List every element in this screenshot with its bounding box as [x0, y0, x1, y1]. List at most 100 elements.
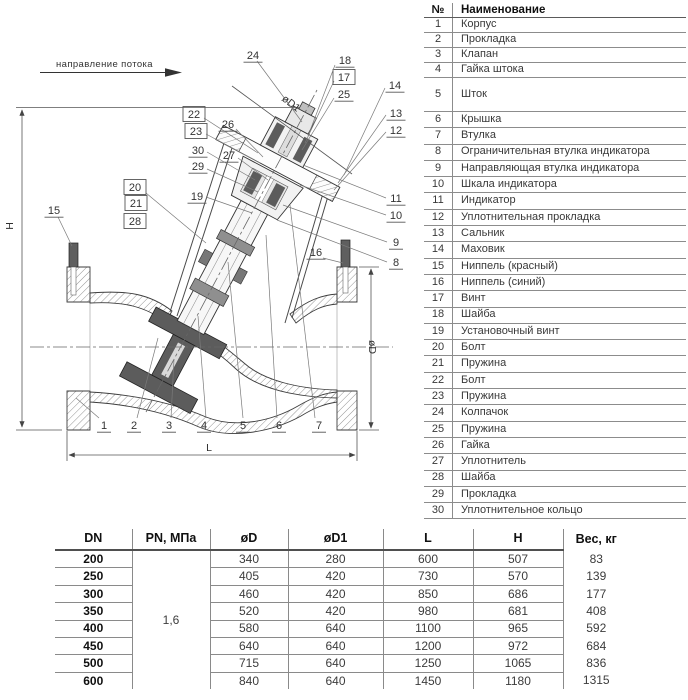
callout-13: 13	[337, 108, 406, 184]
callout-30: 30	[188, 145, 256, 181]
dn-value: 450	[55, 637, 133, 656]
part-number: 9	[424, 160, 453, 178]
callout-4: 4	[197, 315, 211, 433]
callout-12: 12	[333, 125, 406, 191]
od-value: 405	[210, 567, 289, 586]
part-number: 12	[424, 209, 453, 227]
part-number: 6	[424, 111, 453, 129]
callout-27: 27	[219, 150, 269, 181]
l-value: 1450	[383, 672, 474, 690]
callout-3: 3	[162, 358, 176, 433]
callout-10: 10	[299, 184, 406, 223]
weight-value: 684	[586, 638, 607, 653]
h-value: 681	[473, 602, 564, 621]
callout-number: 15	[48, 205, 60, 217]
callout-number: 27	[223, 150, 235, 162]
part-name: Пружина	[452, 355, 686, 373]
h-value: 965	[473, 620, 564, 638]
h-value: 507	[473, 550, 564, 569]
blue-nipple	[340, 239, 351, 294]
part-number: 24	[424, 404, 453, 422]
yoke-arms	[169, 139, 332, 324]
flow-direction-arrow: направление потока	[40, 59, 182, 77]
valve-drawing: направление потока	[4, 50, 406, 461]
flow-arrowhead-icon	[165, 68, 182, 77]
part-number: 28	[424, 470, 453, 487]
callout-number: 13	[390, 108, 402, 120]
pn-value: 1,6	[132, 550, 211, 690]
callout-8: 8	[276, 219, 403, 270]
part-name: Шайба	[452, 470, 686, 487]
part-name: Колпачок	[452, 404, 686, 422]
h-value: 1065	[473, 654, 564, 673]
l-value: 1250	[383, 654, 474, 673]
callout-18: 18	[307, 55, 355, 137]
callout-2: 2	[127, 337, 159, 433]
callout-19: 19	[187, 191, 253, 214]
dims-header-dn: DN	[55, 529, 133, 551]
callout-number: 20	[129, 182, 141, 194]
part-number: 5	[424, 77, 453, 112]
part-number: 10	[424, 176, 453, 194]
part-number: 30	[424, 502, 453, 520]
weight-value: 592	[586, 621, 607, 636]
part-name: Маховик	[452, 241, 686, 259]
callout-number: 26	[222, 119, 234, 131]
part-name: Уплотнительное кольцо	[452, 502, 686, 520]
dims-header-od: øD	[210, 529, 289, 551]
part-name: Гайка штока	[452, 62, 686, 78]
part-name: Втулка	[452, 127, 686, 145]
callout-number: 21	[130, 198, 142, 210]
part-name: Шток	[452, 77, 686, 112]
dims-header-weight: Вес, кг	[575, 531, 617, 546]
dim-label-od: øD	[366, 340, 378, 354]
od1-value: 280	[288, 550, 384, 569]
part-number: 18	[424, 307, 453, 324]
part-name: Гайка	[452, 437, 686, 455]
part-name: Индикатор	[452, 192, 686, 210]
l-value: 1200	[383, 637, 474, 656]
part-number: 23	[424, 388, 453, 406]
centerlines	[30, 89, 393, 413]
callout-16: 16	[306, 247, 344, 264]
part-number: 15	[424, 258, 453, 275]
right-flange-bottom	[336, 390, 358, 431]
part-number: 4	[424, 62, 453, 78]
dims-header-l: L	[383, 529, 474, 551]
part-number: 7	[424, 127, 453, 145]
part-name: Шайба	[452, 307, 686, 324]
l-value: 730	[383, 567, 474, 586]
dimension-line-od1	[231, 85, 353, 175]
part-number: 16	[424, 274, 453, 292]
od-value: 715	[210, 654, 289, 673]
callout-6: 6	[265, 234, 286, 433]
part-name: Установочный винт	[452, 323, 686, 341]
callout-number: 29	[192, 161, 204, 173]
callout-number: 22	[188, 109, 200, 121]
callout-28: 28	[123, 213, 147, 229]
part-name: Пружина	[452, 421, 686, 438]
od1-value: 420	[288, 567, 384, 586]
parts-header-name: Наименование	[452, 3, 686, 18]
callout-number: 14	[389, 80, 401, 92]
part-number: 11	[424, 192, 453, 210]
